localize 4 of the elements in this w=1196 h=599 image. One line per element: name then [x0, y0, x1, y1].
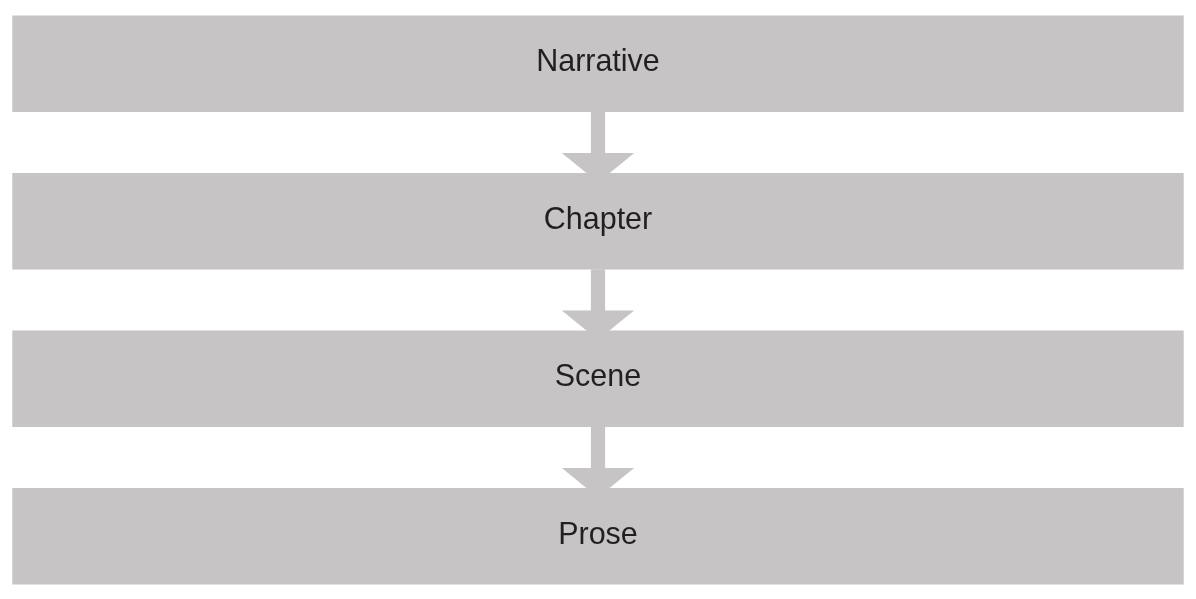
- node-box: Scene: [12, 329, 1184, 427]
- node-box: Narrative: [12, 15, 1184, 112]
- node-box: Prose: [12, 487, 1184, 584]
- node-box: Chapter: [12, 172, 1184, 270]
